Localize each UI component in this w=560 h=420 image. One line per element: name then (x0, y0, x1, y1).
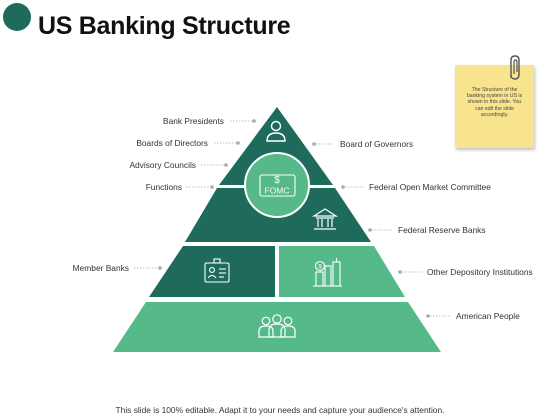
bank-building-icon (311, 208, 339, 230)
fomc-label: FOMC (264, 186, 289, 196)
title-bullet-dot (3, 3, 31, 31)
label-american-people: American People (456, 311, 520, 321)
label-boards-of-directors: Boards of Directors (136, 138, 208, 148)
leader-lines (134, 120, 450, 317)
label-federal-open-market-committee: Federal Open Market Committee (369, 182, 491, 192)
sticky-note-text: The Structure of the banking system in U… (466, 87, 523, 118)
pyramid-tier-base[interactable] (113, 302, 441, 352)
pyramid-tier-top[interactable] (219, 107, 333, 185)
sticky-note[interactable]: The Structure of the banking system in U… (455, 65, 534, 148)
label-bank-presidents: Bank Presidents (163, 116, 224, 126)
user-icon (266, 120, 286, 142)
svg-text:$: $ (318, 265, 322, 271)
fomc-dollar-symbol: $ (274, 175, 280, 186)
people-group-icon (258, 314, 296, 338)
fomc-badge[interactable]: $ FOMC (244, 152, 310, 218)
label-member-banks: Member Banks (72, 263, 129, 273)
footer-note: This slide is 100% editable. Adapt it to… (115, 405, 445, 415)
label-functions: Functions (145, 182, 182, 192)
label-federal-reserve-banks: Federal Reserve Banks (398, 225, 486, 235)
label-board-of-governors: Board of Governors (340, 139, 414, 149)
paperclip-icon (510, 55, 520, 80)
pyramid-tier-third-left[interactable] (149, 246, 275, 297)
label-advisory-councils: Advisory Councils (129, 160, 196, 170)
label-other-depository-institutions: Other Depository Institutions (427, 267, 533, 277)
leader-dots (158, 119, 430, 318)
money-bill-icon (259, 174, 296, 197)
page-title: US Banking Structure (38, 12, 291, 40)
city-buildings-icon: $ (313, 258, 342, 287)
id-badge-icon (204, 258, 230, 283)
pyramid-tier-third-right[interactable] (279, 246, 405, 297)
